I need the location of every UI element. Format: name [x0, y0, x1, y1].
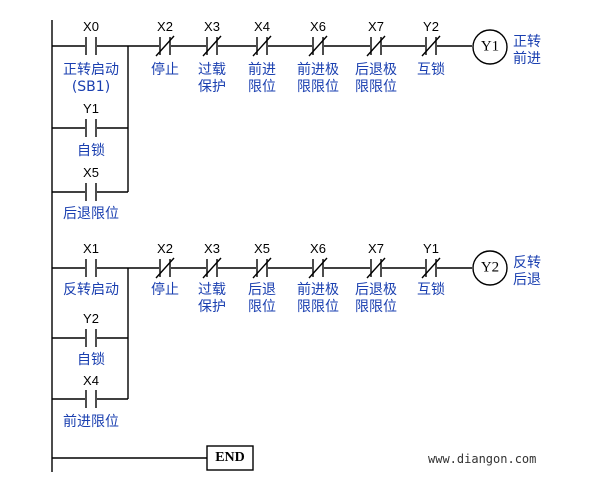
- contact-label: 前进 限位: [248, 62, 276, 95]
- contact-label: 后退 限位: [248, 282, 276, 315]
- contact-tag: X7: [368, 19, 384, 34]
- contact-tag: X5: [254, 241, 270, 256]
- branch-label: 后退限位: [63, 206, 119, 222]
- contact-label: 互锁: [417, 282, 445, 298]
- contact-tag: X6: [310, 19, 326, 34]
- contact-label: 后退极 限限位: [355, 62, 397, 95]
- contact-tag: X2: [157, 241, 173, 256]
- coil-y1: [472, 29, 508, 65]
- coil-y2: [472, 250, 508, 286]
- contact-label: 后退极 限限位: [355, 282, 397, 315]
- contact-label: 过载 保护: [198, 62, 226, 95]
- rung2-contacts: [85, 257, 441, 408]
- contact-label: 正转启动 (SB1): [63, 62, 119, 95]
- branch-tag: Y1: [83, 101, 99, 116]
- branch-tag: Y2: [83, 311, 99, 326]
- coil-label: 正转 前进: [513, 34, 541, 67]
- end-label: END: [215, 450, 245, 465]
- branch-tag: X4: [83, 373, 99, 388]
- contact-tag: X3: [204, 241, 220, 256]
- contact-tag: Y2: [423, 19, 439, 34]
- coil-name: Y2: [480, 259, 500, 276]
- rung2-wires: [52, 267, 472, 400]
- contact-tag: X2: [157, 19, 173, 34]
- end-box: [206, 445, 254, 471]
- contact-tag: X1: [83, 241, 99, 256]
- coil-name: Y1: [480, 38, 500, 55]
- watermark: www.diangon.com: [428, 452, 537, 466]
- branch-label: 前进限位: [63, 414, 119, 430]
- coil-label: 反转 后退: [513, 255, 541, 288]
- contact-tag: X3: [204, 19, 220, 34]
- branch-label: 自锁: [77, 143, 105, 159]
- contact-label: 前进极 限限位: [297, 62, 339, 95]
- rung1-wires: [52, 45, 472, 193]
- contact-tag: X0: [83, 19, 99, 34]
- contact-tag: X7: [368, 241, 384, 256]
- contact-tag: X6: [310, 241, 326, 256]
- contact-label: 停止: [151, 62, 179, 78]
- contact-label: 前进极 限限位: [297, 282, 339, 315]
- contact-tag: Y1: [423, 241, 439, 256]
- contact-label: 互锁: [417, 62, 445, 78]
- contact-tag: X4: [254, 19, 270, 34]
- contact-label: 停止: [151, 282, 179, 298]
- contact-label: 过载 保护: [198, 282, 226, 315]
- branch-label: 自锁: [77, 352, 105, 368]
- branch-tag: X5: [83, 165, 99, 180]
- contact-label: 反转启动: [63, 282, 119, 298]
- rung1-contacts: [85, 35, 441, 201]
